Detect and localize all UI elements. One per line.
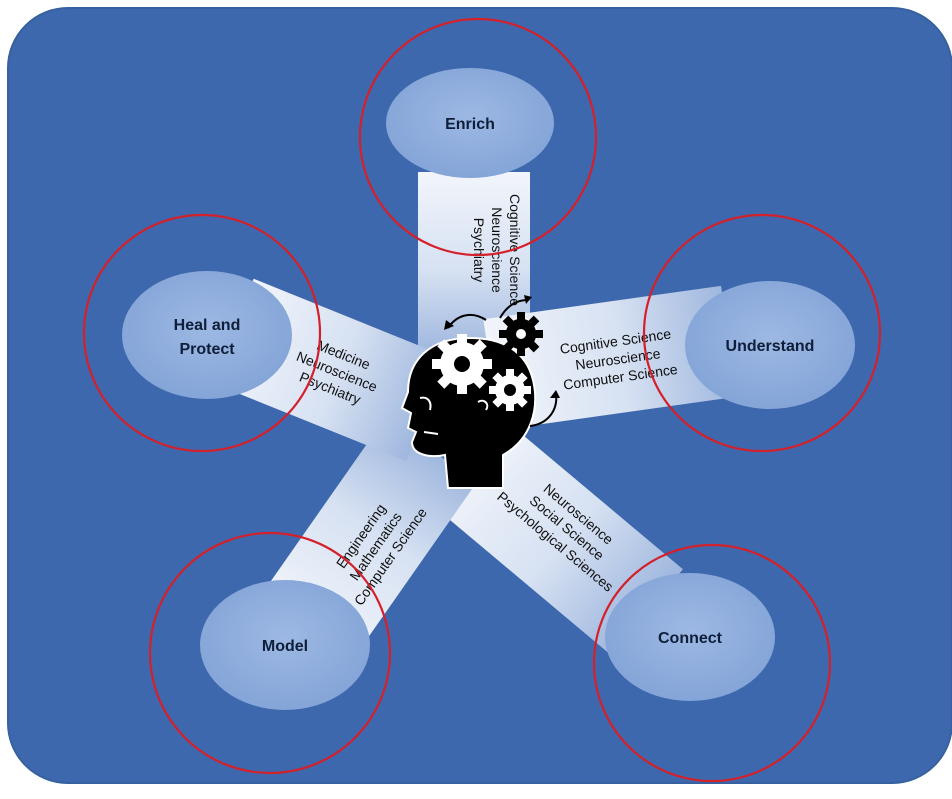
band-understand bbox=[483, 285, 737, 431]
highlight-ring-understand bbox=[642, 213, 882, 453]
head-with-gears-icon bbox=[400, 295, 560, 489]
node-label-connect: Connect bbox=[658, 630, 723, 647]
node-model bbox=[200, 580, 370, 710]
highlight-ring-enrich bbox=[358, 17, 598, 257]
highlight-ring-model bbox=[148, 531, 392, 775]
highlight-ring-heal-protect bbox=[82, 213, 322, 453]
band-text-enrich: Cognitive Science Neuroscience Psychiatr… bbox=[471, 194, 523, 306]
node-connect bbox=[605, 573, 775, 701]
discipline-label: Psychiatry bbox=[471, 218, 487, 283]
node-label-model: Model bbox=[262, 638, 308, 655]
node-label-heal-protect-line2: Protect bbox=[179, 341, 235, 358]
node-understand bbox=[685, 281, 855, 409]
band-enrich bbox=[418, 172, 530, 352]
node-label-enrich: Enrich bbox=[445, 116, 495, 133]
node-enrich bbox=[386, 68, 554, 178]
node-heal-protect bbox=[122, 271, 292, 399]
node-label-heal-protect-line1: Heal and bbox=[174, 317, 241, 334]
node-label-understand: Understand bbox=[726, 338, 815, 355]
highlight-ring-connect bbox=[592, 543, 832, 783]
discipline-label: Neuroscience bbox=[489, 207, 505, 293]
